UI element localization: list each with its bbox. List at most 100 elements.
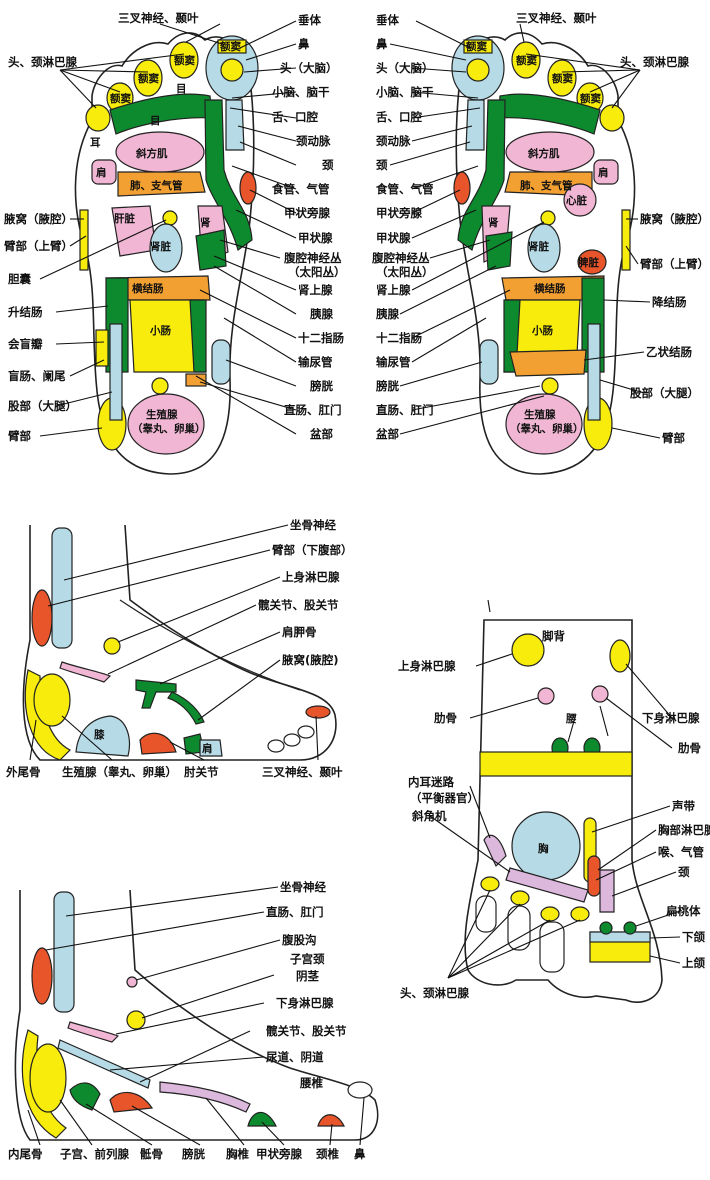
lbl-l-ascending: 升结肠 <box>8 305 43 319</box>
right-kidney <box>527 223 561 273</box>
in-l-shoulder: 肩 <box>96 166 107 179</box>
lbl-l-ureter: 输尿管 <box>298 355 333 369</box>
right-foot-sole <box>451 32 636 475</box>
dorsum-upper-lymph-l <box>511 633 545 667</box>
lbl-i-rectum: 直肠、肛门 <box>266 905 324 919</box>
inner-parathyroid <box>247 1111 277 1127</box>
in-r-lung: 肺、支气管 <box>520 179 573 192</box>
lbl-d-upper-jaw: 上颌 <box>682 956 705 970</box>
lbl-l-cecum: 盲肠、阑尾 <box>8 369 66 383</box>
in-l-eye-1: 目 <box>150 115 161 127</box>
right-bladder <box>479 339 499 385</box>
dorsum-rib-l <box>537 687 555 705</box>
in-r-sinus-4: 额窦 <box>579 92 601 105</box>
in-r-small-intestine: 小肠 <box>531 324 553 337</box>
dorsum-scalene <box>505 867 589 903</box>
lbl-l-duodenum: 十二指肠 <box>298 331 344 345</box>
in-r-sinus-3: 额窦 <box>551 72 573 85</box>
left-thyroid-red <box>239 171 257 205</box>
lbl-i-lower-lymph: 下身淋巴腺 <box>276 996 334 1010</box>
outer-elbow <box>139 732 177 755</box>
lbl-l-pelvis: 盆部 <box>309 427 333 441</box>
inner-foot-outline <box>14 889 379 1141</box>
dorsum-toe-lymph-2 <box>510 890 530 906</box>
lbl-d-rib-r: 肋骨 <box>678 741 701 755</box>
inner-sacrum-green <box>69 1082 101 1111</box>
lbl-l-cerebellum: 小脑、脑干 <box>271 85 330 99</box>
inner-urethra <box>57 1039 151 1089</box>
right-sigmoid <box>509 349 587 377</box>
in-l-sinus-2: 额窦 <box>173 54 195 67</box>
left-pelvis-dot <box>151 377 169 395</box>
lbl-r-tongue: 舌、口腔 <box>376 110 422 124</box>
lbl-l-pituitary: 垂体 <box>298 13 321 27</box>
lbl-d-balance: （平衡器官） <box>410 791 479 805</box>
in-l-ear: 耳 <box>90 137 101 149</box>
dorsum-top-tick <box>487 599 491 613</box>
in-d-waist: 腰 <box>565 713 577 725</box>
lbl-l-esophagus: 食管、气管 <box>272 182 330 196</box>
left-rectum <box>185 373 207 387</box>
in-d-chest: 胸 <box>538 842 549 855</box>
right-shoulder <box>593 159 619 185</box>
left-neck-area <box>225 99 245 151</box>
lbl-i-parathyroid: 甲状旁腺 <box>256 1147 302 1161</box>
dorsum-inner-ear <box>483 834 507 868</box>
in-r-heart: 心脏 <box>566 194 587 207</box>
lbl-o-gonad: 生殖腺（睾丸、卵巢） <box>62 765 177 779</box>
lbl-i-cervix: 子宫颈 <box>290 952 325 966</box>
lbl-i-thoracic: 胸椎 <box>226 1147 249 1161</box>
dorsum-lower-lymph-band <box>479 751 633 777</box>
outer-sciatic-bar <box>51 527 73 649</box>
inner-cervical-red <box>317 1114 345 1127</box>
left-thigh-bar <box>109 323 123 421</box>
dorsum-toe-lymph-3 <box>540 906 560 922</box>
lbl-d-lower-lymph: 下身淋巴腺 <box>642 711 700 725</box>
outer-scapula <box>135 679 177 709</box>
outer-toe-2 <box>283 733 301 747</box>
right-sinus-3 <box>547 59 577 97</box>
outer-arm-red <box>31 589 53 647</box>
lbl-r-head-neck-lymph: 头、颈淋巴腺 <box>620 55 689 69</box>
left-descending-green <box>189 299 207 373</box>
left-bladder <box>211 339 231 385</box>
right-thyroid-red <box>453 171 471 205</box>
lbl-i-sacrum: 骶骨 <box>140 1147 163 1161</box>
left-sinus-big <box>217 39 247 54</box>
in-l-lung: 肺、支气管 <box>130 179 183 192</box>
lbl-l-tongue: 舌、口腔 <box>272 110 318 124</box>
lbl-l-thigh: 股部（大腿） <box>8 399 77 413</box>
inner-lymph-dot <box>126 1010 146 1030</box>
lbl-l-gallbladder: 胆囊 <box>8 272 31 286</box>
in-l-gonad: 生殖腺 <box>146 408 178 421</box>
lbl-d-vocal: 声带 <box>671 799 695 813</box>
in-l-eye-2: 目 <box>176 83 187 95</box>
lbl-d-upper-lymph: 上身淋巴腺 <box>398 659 456 673</box>
lbl-l-head-neck-lymph: 头、颈淋巴腺 <box>8 55 77 69</box>
lbl-o-upper-lymph: 上身淋巴腺 <box>282 570 340 584</box>
inner-side-view <box>14 889 379 1141</box>
lbl-i-penis: 阴茎 <box>296 969 319 983</box>
lbl-r-pelvis: 盆部 <box>375 427 399 441</box>
in-l-gonad-sub: （睾丸、卵巢） <box>132 422 206 435</box>
lbl-d-rib-l: 肋骨 <box>434 711 457 725</box>
outer-shoulder <box>199 739 223 757</box>
right-spleen <box>577 249 607 275</box>
left-adrenal-green <box>195 229 227 271</box>
lbl-l-neck: 颈 <box>322 158 334 172</box>
lbl-i-uterus: 子宫、前列腺 <box>60 1147 129 1161</box>
in-l-trapezius: 斜方肌 <box>135 147 168 160</box>
lbl-i-hip: 髋关节、股关节 <box>266 1024 347 1038</box>
lbl-l-bladder: 膀胱 <box>309 379 333 393</box>
lbl-r-head: 头（大脑） <box>376 61 434 75</box>
lbl-r-ureter: 输尿管 <box>376 355 411 369</box>
right-thigh-bar <box>587 323 601 421</box>
dorsum-toe-1 <box>475 895 497 933</box>
left-gallbladder-dot <box>162 210 178 226</box>
lbl-r-celiac: 腹腔神经丛 <box>372 251 430 265</box>
lbl-r-parathyroid: 甲状旁腺 <box>376 206 422 220</box>
in-l-kidney: 肾脏 <box>150 240 171 253</box>
lbl-i-sciatic: 坐骨神经 <box>280 880 326 894</box>
lbl-r-cerebellum: 小脑、脑干 <box>375 85 434 99</box>
dorsum-upper-lymph-r <box>609 639 631 673</box>
